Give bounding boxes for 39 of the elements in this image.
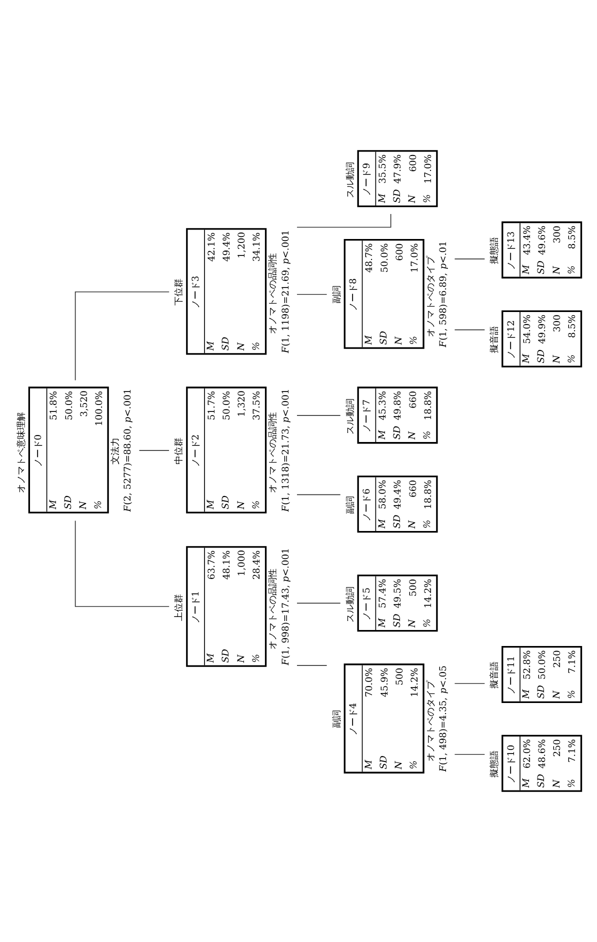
node-label: 副詞 — [331, 286, 342, 304]
connector — [454, 329, 486, 330]
node-label: オノマトペのタイプ — [425, 256, 436, 337]
connector — [74, 520, 170, 607]
connector — [454, 754, 486, 755]
node-label: F(2, 5277)=88.60, p<.001 — [122, 388, 134, 512]
node-label: F(1, 1198)=21.69, p<.001 — [280, 230, 292, 354]
node-label: F(1, 598)=6.89, p<.01 — [438, 240, 450, 348]
connector — [296, 214, 392, 228]
connector — [454, 258, 486, 260]
connector — [296, 494, 341, 496]
node-label: オノマトペ意味理解 — [16, 412, 27, 493]
node-label: F(1, 1318)=21.73, p<.001 — [280, 388, 292, 512]
connector — [74, 291, 170, 381]
node-label: オノマトペの品詞性 — [268, 253, 279, 334]
node-label: F(1, 998)=17.43, p<.001 — [280, 548, 292, 666]
connector — [454, 683, 486, 684]
node-label: 擬態語 — [489, 237, 500, 264]
node-label: スル動詞 — [344, 586, 356, 622]
node-label: 擬態語 — [489, 750, 500, 778]
node-label: オノマトペの品詞性 — [268, 412, 279, 493]
connector — [296, 602, 341, 604]
connector — [296, 294, 328, 295]
node-label: オノマトペの品詞性 — [268, 568, 279, 650]
node-label: 擬音語 — [489, 662, 500, 689]
node-label: スル動詞 — [344, 162, 356, 198]
node-label: 副詞 — [331, 710, 342, 728]
node-label: 副詞 — [344, 496, 356, 514]
node-label: 上位群 — [174, 594, 185, 621]
node-label: 擬音語 — [489, 326, 500, 354]
connector — [296, 665, 328, 666]
node-label: 下位群 — [174, 278, 185, 306]
node-label: 文法力 — [110, 437, 121, 464]
node-label: F(1, 498)=4.35, p<.05 — [438, 666, 450, 772]
connector — [138, 450, 170, 451]
node-label: 中位群 — [174, 437, 185, 464]
node-label: オノマトペのタイプ — [425, 680, 436, 762]
node-label: スル動詞 — [344, 398, 356, 434]
connector — [296, 415, 341, 416]
